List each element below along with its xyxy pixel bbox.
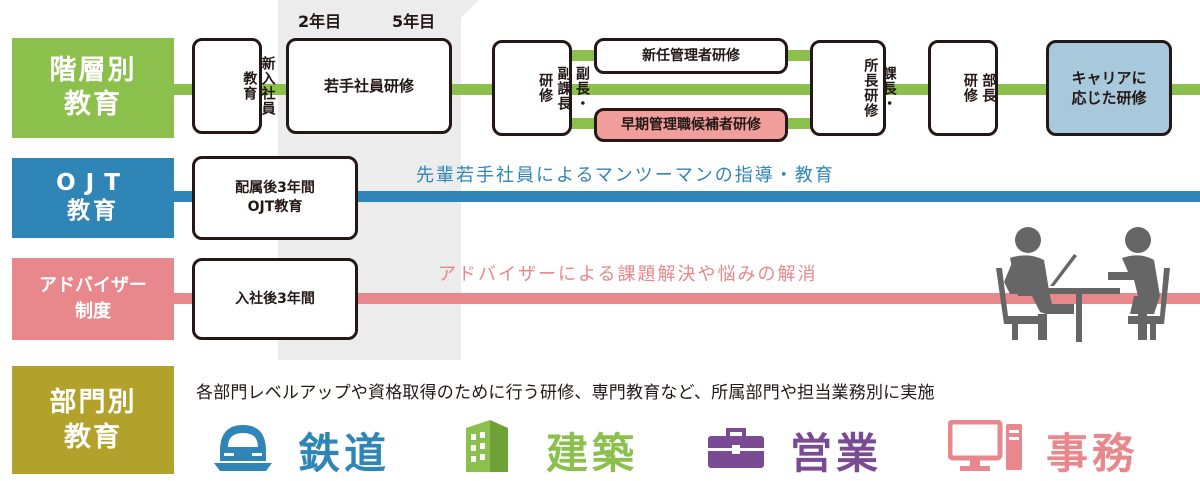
category-bumon-line2: 教育: [64, 422, 122, 453]
box-deputy-training: 副長・ 副課長 研修: [492, 40, 590, 136]
dept-col1: 部長: [980, 73, 997, 103]
box-ojt-period: 配属後3年間 OJT教育: [192, 156, 358, 240]
year-2-label: 2年目: [298, 12, 342, 31]
computer-icon: [948, 420, 1022, 471]
briefcase-icon: [708, 428, 764, 468]
box-section-chief-training: 課長・ 所長研修: [810, 40, 897, 136]
career-line2: 応じた研修: [1071, 89, 1147, 107]
box-advisor-period: 入社後3年間: [192, 258, 358, 340]
deputy-col3: 研修: [537, 73, 554, 103]
train-icon: [214, 425, 272, 471]
box-career-training: キャリアに 応じた研修: [1046, 40, 1172, 136]
category-bumon-line1: 部門別: [49, 386, 137, 418]
bumon-description: 各部門レベルアップや資格取得のために行う研修、専門教育など、所属部門や担当業務別…: [196, 383, 935, 403]
deputy-col2: 副課長: [555, 65, 572, 111]
category-advisor-line2: 制度: [75, 301, 111, 322]
mentoring-people-icon: [996, 227, 1170, 342]
box-department-head-training: 部長 研修: [928, 40, 998, 136]
dept-label-sales: 営業: [790, 429, 883, 478]
ojt-tagline: 先輩若手社員によるマンツーマンの指導・教育: [416, 165, 835, 186]
new-hire-col2: 教育: [241, 71, 258, 101]
section-col1: 課長・: [880, 65, 897, 111]
category-advisor-line1: アドバイザー: [39, 274, 147, 296]
category-kaisou-line1: 階層別: [49, 55, 137, 87]
category-ojt: OJT 教育: [12, 158, 174, 238]
advisor-timeline: [174, 293, 1200, 304]
dept-col2: 研修: [961, 73, 978, 103]
box-new-hire-training: 新入社員 教育: [192, 38, 276, 134]
building-icon: [466, 420, 508, 472]
advisor-tagline: アドバイザーによる課題解決や悩みの解消: [438, 264, 818, 285]
ojt-timeline: [174, 191, 1200, 202]
deputy-col1: 副長・: [573, 65, 590, 111]
ojt-box-line1: 配属後3年間: [235, 180, 315, 197]
year-5-label: 5年目: [392, 12, 436, 31]
category-kaisou-line2: 教育: [64, 89, 122, 120]
year-range-band-tip: [461, 0, 479, 18]
ojt-box-line2: OJT教育: [247, 199, 303, 215]
kaisou-timeline: [174, 84, 1200, 95]
dept-label-construction: 建築: [546, 429, 639, 478]
dept-label-office: 事務: [1046, 429, 1139, 478]
box-new-manager-training: 新任管理者研修: [594, 38, 788, 74]
category-advisor: アドバイザー 制度: [12, 258, 174, 340]
dept-label-railway: 鉄道: [298, 429, 391, 478]
category-ojt-line2: 教育: [67, 198, 119, 224]
box-early-manager-candidate-training: 早期管理職候補者研修: [594, 108, 788, 142]
section-col2: 所長研修: [862, 58, 879, 118]
category-ojt-line1: OJT: [56, 170, 130, 197]
new-hire-col1: 新入社員: [259, 56, 276, 116]
category-kaisou: 階層別 教育: [12, 38, 174, 138]
box-young-employee-training: 若手社員研修: [286, 38, 452, 134]
category-bumon: 部門別 教育: [12, 366, 174, 474]
career-line1: キャリアに: [1071, 68, 1147, 87]
